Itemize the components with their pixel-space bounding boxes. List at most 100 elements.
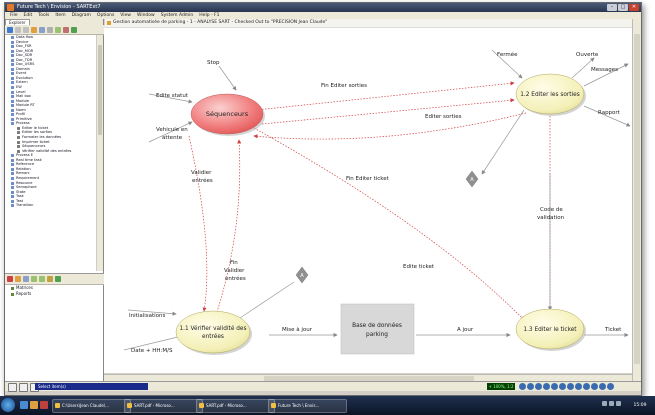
process-sequenceurs[interactable]: Séquenceurs — [190, 93, 265, 136]
task-envision[interactable]: Future Tech \ Envis... — [268, 399, 347, 413]
nav-down-icon[interactable] — [559, 383, 566, 390]
canvas-horizontal-scrollbar[interactable] — [104, 374, 632, 382]
new-report-icon[interactable] — [23, 276, 29, 282]
tree-item[interactable]: Process E — [5, 153, 95, 158]
tree-item[interactable]: Module — [5, 99, 95, 104]
flow-edite-ticket[interactable] — [253, 127, 525, 321]
tree-item[interactable]: Editer les sorties — [5, 130, 95, 135]
zoom-icon[interactable] — [8, 383, 17, 392]
process-editer-ticket[interactable]: 1.3 Editer le ticket — [515, 308, 586, 351]
delete-icon[interactable] — [63, 26, 69, 33]
nav-prev-icon[interactable] — [527, 383, 534, 390]
menu-help[interactable]: Help - F1 — [199, 13, 220, 18]
flow-fin-editer-ticket[interactable] — [253, 112, 527, 140]
menu-item[interactable]: Item — [55, 13, 66, 18]
flow-fermee[interactable] — [491, 49, 523, 79]
flow-vehicule-attente[interactable] — [148, 121, 193, 143]
tree-item[interactable]: Doc_MOR — [5, 49, 95, 54]
flow-terminator-verifier[interactable] — [233, 281, 295, 323]
tree-item[interactable]: Real time task — [5, 158, 95, 163]
tree-item[interactable]: Task — [5, 194, 95, 199]
tree-item[interactable]: Imprimer ticket — [5, 140, 95, 145]
tree-item[interactable]: Semaphore — [5, 185, 95, 190]
nav-first-icon[interactable] — [519, 383, 526, 390]
menu-view[interactable]: View — [120, 13, 131, 18]
tree-item[interactable]: Doc_FSR — [5, 44, 95, 49]
tree-item[interactable]: Level — [5, 90, 95, 95]
menu-options[interactable]: Options — [96, 13, 115, 18]
tree-item[interactable]: Data flow — [5, 35, 95, 40]
reload-icon[interactable] — [71, 26, 77, 33]
diagram-canvas[interactable]: Séquenceurs 1.2 Editer les sorties 1.1 V… — [104, 28, 632, 373]
tree-item[interactable]: Primitive — [5, 117, 95, 122]
nav-next-icon[interactable] — [535, 383, 542, 390]
flow-edite-statut[interactable] — [148, 93, 193, 104]
explorer-icon[interactable] — [30, 401, 38, 409]
start-button[interactable] — [1, 398, 15, 412]
expand-icon[interactable] — [55, 26, 61, 33]
media-icon[interactable] — [40, 401, 48, 409]
tree-item[interactable]: Domain — [5, 67, 95, 72]
print-icon[interactable] — [19, 383, 28, 392]
settings-icon[interactable] — [591, 383, 598, 390]
tree-item[interactable]: Remarc — [5, 171, 95, 176]
tree-item[interactable]: Transition — [5, 203, 95, 208]
folder-icon[interactable] — [31, 26, 37, 33]
tree-item[interactable]: Device — [5, 40, 95, 45]
refresh-icon[interactable] — [55, 276, 61, 282]
info-icon[interactable] — [599, 383, 606, 390]
canvas-vertical-scrollbar[interactable] — [632, 19, 641, 381]
tree-item[interactable]: Process — [5, 121, 95, 126]
clock[interactable]: 15:09 — [633, 403, 647, 408]
help-icon[interactable] — [583, 383, 590, 390]
tree-item[interactable]: Extern — [5, 80, 95, 85]
arrow-right-icon[interactable] — [39, 276, 45, 282]
flow-stop[interactable] — [218, 65, 237, 91]
tree-item[interactable]: Doc_USRS — [5, 62, 95, 67]
tree-item[interactable]: Doc_SDR — [5, 53, 95, 58]
terminator-a-2[interactable]: A — [295, 266, 309, 284]
volume-icon[interactable] — [609, 401, 614, 406]
network-icon[interactable] — [602, 401, 607, 406]
flow-initialisations[interactable] — [127, 309, 177, 316]
close-button[interactable]: ✕ — [629, 4, 639, 11]
tree-item[interactable]: Séquenceurs — [5, 144, 95, 149]
matrix-icon[interactable] — [7, 276, 13, 282]
tree-item[interactable]: Editer le ticket — [5, 126, 95, 131]
battery-icon[interactable] — [616, 401, 621, 406]
browser-icon[interactable] — [20, 401, 28, 409]
tree-item[interactable]: Event — [5, 71, 95, 76]
flow-to-terminator[interactable] — [481, 109, 525, 175]
new-item-icon[interactable] — [39, 26, 45, 33]
flow-fin-valider-entrees[interactable] — [215, 139, 242, 316]
menu-diagram[interactable]: Diagram — [71, 13, 91, 18]
menu-tools[interactable]: Tools — [38, 13, 50, 18]
tree-item[interactable]: Doc_TDR — [5, 58, 95, 63]
tree-item[interactable]: Evolution — [5, 76, 95, 81]
tree-item[interactable]: Relation — [5, 167, 95, 172]
tree-item[interactable]: Profil — [5, 112, 95, 117]
flow-valider-entrees[interactable] — [188, 135, 208, 312]
tree-item[interactable]: Formater les données — [5, 135, 95, 140]
menu-window[interactable]: Window — [136, 13, 155, 18]
tree-item[interactable]: State — [5, 190, 95, 195]
tree-item[interactable]: Vérifier validité des entrées — [5, 149, 95, 154]
tree-item[interactable]: Resource — [5, 181, 95, 186]
tree-item[interactable]: Mail box — [5, 94, 95, 99]
flow-date[interactable] — [123, 334, 183, 351]
forward-icon[interactable] — [23, 26, 29, 33]
explorer-scrollbar[interactable] — [96, 35, 103, 271]
terminator-a-1[interactable]: A — [465, 170, 479, 188]
tree-item[interactable]: Requirement — [5, 176, 95, 181]
flow-rapport[interactable] — [583, 105, 631, 127]
back-icon[interactable] — [15, 26, 21, 33]
fit-icon[interactable] — [575, 383, 582, 390]
refresh-icon[interactable] — [7, 26, 13, 33]
flow-editer-sorties[interactable] — [261, 98, 515, 125]
flow-fin-editer-sorties[interactable] — [255, 81, 515, 111]
tree-item[interactable]: Norm — [5, 108, 95, 113]
explorer-tab[interactable]: Explorer — [5, 19, 30, 25]
task-explorer[interactable]: C:\Users\Jean Claude\... — [52, 399, 131, 413]
process-editer-sorties[interactable]: 1.2 Editer les sorties — [515, 73, 586, 116]
menu-file[interactable]: File — [10, 13, 18, 18]
